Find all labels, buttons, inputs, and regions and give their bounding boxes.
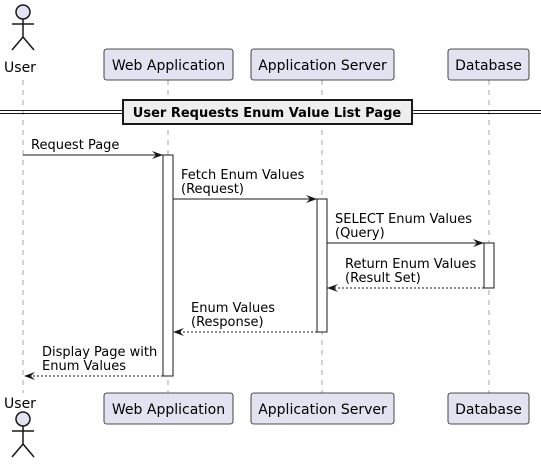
message-arrow-head: [24, 372, 35, 380]
participant-web-bottom: Web Application: [103, 392, 234, 425]
divider-box: [122, 99, 413, 125]
message-label: (Result Set): [345, 271, 421, 286]
activation-bar: [162, 154, 174, 377]
participant-label: Application Server: [258, 402, 387, 418]
message-arrow-head: [327, 284, 338, 292]
message-label: SELECT Enum Values: [335, 212, 472, 227]
message-label: (Request): [181, 182, 244, 197]
participant-app-top: Application Server: [250, 48, 395, 81]
message-arrow-head: [473, 239, 484, 247]
message-label: (Response): [191, 315, 264, 330]
message-label: Request Page: [31, 138, 119, 153]
participant-label: Web Application: [112, 58, 225, 74]
participant-label: Database: [455, 58, 522, 74]
message-5: Enum Values(Response): [173, 301, 317, 336]
message-arrow-head: [173, 328, 184, 336]
participant-db-bottom: Database: [447, 392, 530, 425]
message-arrow-head: [306, 195, 317, 203]
message-label: Fetch Enum Values: [181, 168, 305, 183]
participant-box: [250, 392, 395, 425]
actor-user-bottom: User: [4, 396, 36, 458]
participant-box: [103, 392, 234, 425]
message-label: Enum Values: [191, 301, 275, 316]
message-label: Return Enum Values: [345, 257, 476, 272]
activation-bar: [483, 242, 495, 289]
message-2: Fetch Enum Values(Request): [173, 168, 317, 203]
divider-label: User Requests Enum Value List Page: [133, 106, 402, 121]
participant-label: User: [4, 60, 36, 76]
activation-bar: [316, 198, 328, 333]
participant-label: Application Server: [258, 58, 387, 74]
message-label: (Query): [335, 226, 385, 241]
participant-label: User: [4, 396, 36, 412]
participant-web-top: Web Application: [103, 48, 234, 81]
participant-box: [447, 48, 530, 81]
participant-box: [103, 48, 234, 81]
message-label: Display Page with: [42, 345, 157, 360]
participant-label: Database: [455, 402, 522, 418]
participant-label: Web Application: [112, 402, 225, 418]
message-arrow-head: [152, 151, 163, 159]
actor-user-top: User: [4, 4, 36, 76]
participant-db-top: Database: [447, 48, 530, 81]
actor-head-icon: [15, 411, 31, 427]
participant-box: [250, 48, 395, 81]
participant-box: [447, 392, 530, 425]
message-1: Request Page: [23, 138, 163, 159]
message-4: Return Enum Values(Result Set): [327, 257, 484, 292]
actor-head-icon: [15, 4, 31, 20]
participant-app-bottom: Application Server: [250, 392, 395, 425]
message-3: SELECT Enum Values(Query): [327, 212, 484, 247]
message-label: Enum Values: [42, 359, 126, 374]
